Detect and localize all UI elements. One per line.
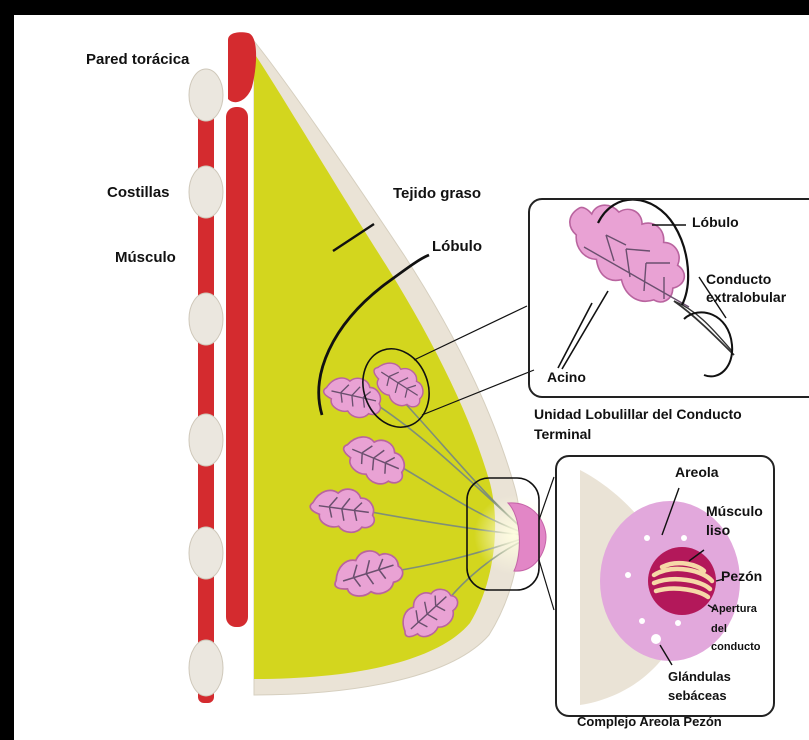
- ribs: [189, 69, 223, 703]
- chest-muscle: [226, 32, 256, 627]
- label-chest-wall: Pared torácica: [86, 51, 189, 68]
- label-duct-opening-line3: conducto: [711, 641, 761, 654]
- label-tdlu-line1: Unidad Lobulillar del Conducto: [534, 406, 742, 422]
- label-duct-opening-line2: del: [711, 623, 727, 636]
- label-duct-opening-line1: Apertura: [711, 603, 757, 616]
- nac-inset-panel: [555, 455, 775, 717]
- label-extralobular-duct-line2: extralobular: [706, 289, 786, 305]
- label-nipple: Pezón: [721, 568, 762, 584]
- label-fatty-tissue: Tejido graso: [393, 185, 481, 202]
- main-nipple: [474, 495, 554, 575]
- diagram-canvas: Pared torácica Costillas Músculo Tejido …: [14, 15, 809, 740]
- label-smooth-muscle-line1: Músculo: [706, 503, 763, 519]
- label-smooth-muscle-line2: liso: [706, 522, 730, 538]
- label-acinus: Acino: [547, 369, 586, 385]
- label-muscle: Músculo: [115, 249, 176, 266]
- label-tdlu-line2: Terminal: [534, 426, 591, 442]
- label-areola: Areola: [675, 464, 719, 480]
- label-lobule-main: Lóbulo: [432, 238, 482, 255]
- label-lobule-inset: Lóbulo: [692, 214, 739, 230]
- label-ribs: Costillas: [107, 184, 170, 201]
- label-sebaceous-line1: Glándulas: [668, 670, 731, 685]
- label-nac: Complejo Areola Pezón: [577, 715, 722, 730]
- label-extralobular-duct-line1: Conducto: [706, 271, 771, 287]
- label-sebaceous-line2: sebáceas: [668, 689, 727, 704]
